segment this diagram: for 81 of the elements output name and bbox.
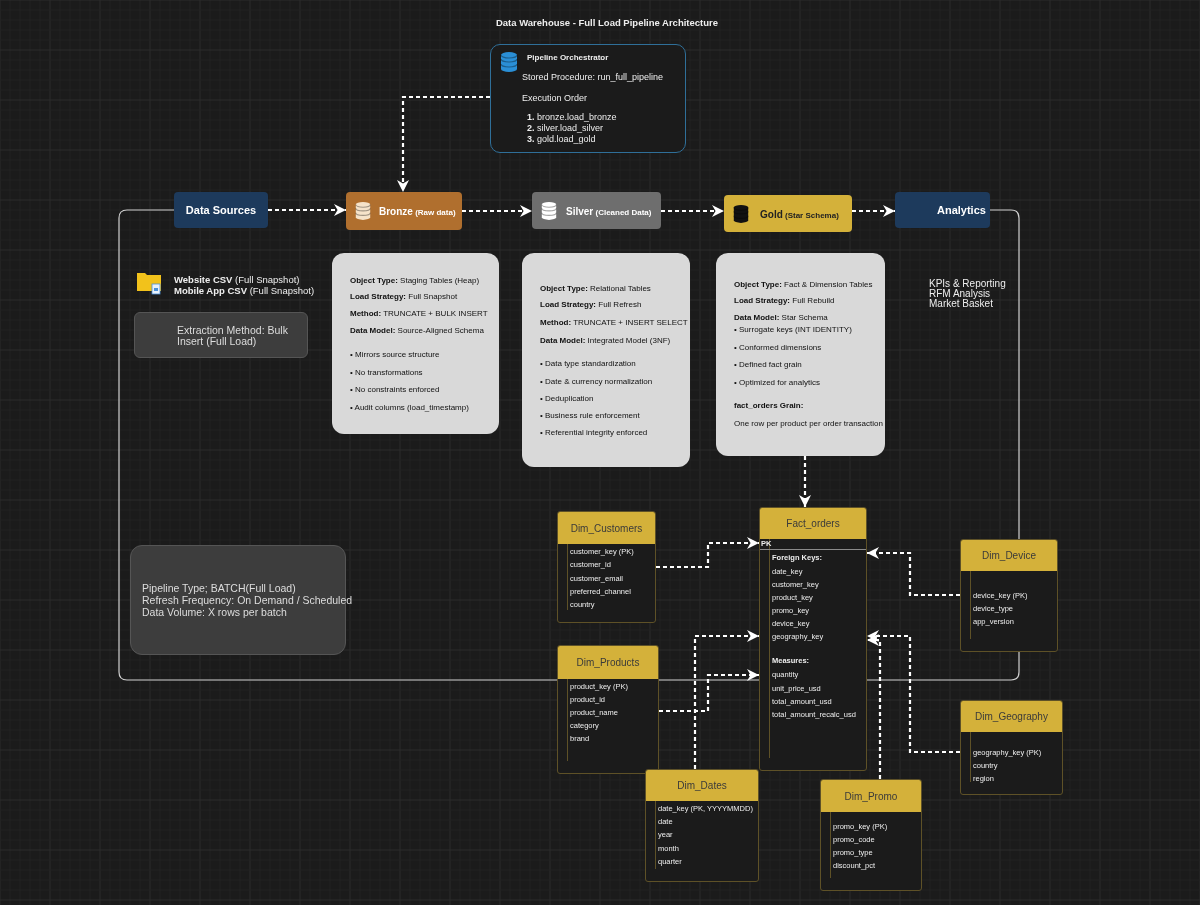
entity-table [960,539,1058,652]
card-text: Data Model: Star Schema [734,313,828,322]
info-card [332,253,499,434]
card-text: Method: TRUNCATE + INSERT SELECT [540,318,688,327]
arrow [659,669,759,713]
arrow [656,537,759,569]
card-text: • Conformed dimensions [734,343,822,352]
stage-label: Gold (Star Schema) [760,208,839,219]
table-header: Dim_Promo [821,780,921,812]
stage-box [895,192,990,228]
card-text: • Date & currency normalization [540,377,653,386]
stage-box [346,192,462,230]
arrow [397,95,490,192]
orchestrator-text: Stored Procedure: run_full_pipeline [522,72,664,82]
orchestrator-text: 3. gold.load_gold [527,134,596,144]
arrow [661,205,724,217]
card-text: • Mirrors source structure [350,350,440,359]
stage-box [174,192,268,228]
entity-table [557,645,659,774]
stage-box [532,192,661,229]
stage-box [724,195,852,232]
card-text: • Deduplication [540,394,594,403]
note-text: Pipeline Type; BATCH(Full Load) [142,582,296,594]
card-text: Data Model: Source-Aligned Schema [350,326,484,335]
note-box [134,312,308,358]
card-text: • Defined fact grain [734,360,802,369]
table-header: Dim_Geography [961,701,1062,732]
card-text: Load Strategy: Full Rebuild [734,296,835,305]
card-text: Object Type: Staging Tables (Heap) [350,276,480,285]
card-text: Object Type: Relational Tables [540,284,651,293]
note-text: Extraction Method: Bulk Insert (Full Load) [177,325,289,347]
table-header: Dim_Dates [646,770,758,801]
stage-label: Analytics [937,204,986,216]
table-header: Dim_Customers [558,512,655,544]
card-text: Method: TRUNCATE + BULK INSERT [350,309,488,318]
card-text: Data Model: Integrated Model (3NF) [540,336,671,345]
orchestrator-text: 1. bronze.load_bronze [527,112,617,122]
card-text: • Optimized for analytics [734,378,820,387]
card-text: fact_orders Grain: [734,401,804,410]
diagram-title: Data Warehouse - Full Load Pipeline Architecture [494,17,720,28]
card-text: • No constraints enforced [350,385,440,394]
orchestrator-text: 2. silver.load_silver [527,123,604,133]
note-text: Refresh Frequency: On Demand / Scheduled [142,594,353,606]
table-header: Fact_orders [760,508,866,539]
entity-table [960,700,1063,795]
entity-table [820,779,922,891]
note-text: Data Volume: X rows per batch [142,606,287,618]
entity-table [759,507,867,771]
source-label: Mobile App CSV (Full Snapshot) [174,285,315,296]
stage-label: Data Sources [184,204,258,216]
card-text: One row per product per order transaction [734,419,883,428]
card-text: • Referential integrity enforced [540,428,648,437]
card-text: • Data type standardization [540,359,636,368]
orchestrator-box [490,44,686,153]
arrow [867,630,960,754]
arrow [867,547,960,597]
info-card [522,253,690,467]
arrow [268,204,346,216]
arrow [462,205,532,217]
analytics-label: KPIs & Reporting [929,278,1006,289]
entity-table [557,511,656,623]
orchestrator-text: Execution Order [522,93,588,103]
source-label: Website CSV (Full Snapshot) [174,274,300,285]
info-card [716,253,885,456]
card-text: • Audit columns (load_timestamp) [350,403,469,412]
stage-label: Bronze (Raw data) [379,205,456,217]
arrow [799,456,811,507]
table-header: Dim_Device [961,540,1057,571]
card-text: • Surrogate keys (INT IDENTITY) [734,325,852,334]
card-text: Object Type: Fact & Dimension Tables [734,280,873,289]
arrow [852,205,895,217]
card-text: • No transformations [350,368,423,377]
stage-label: Silver (Cleaned Data) [566,205,652,216]
arrow [693,630,759,769]
table-header: Dim_Products [558,646,658,679]
card-text: Load Strategy: Full Refresh [540,300,642,309]
card-text: Load Strategy: Full Snapshot [350,292,458,301]
card-text: • Business rule enforcement [540,411,640,420]
entity-table [645,769,759,882]
orchestrator-title: Pipeline Orchestrator [527,53,609,62]
arrow [867,634,882,779]
